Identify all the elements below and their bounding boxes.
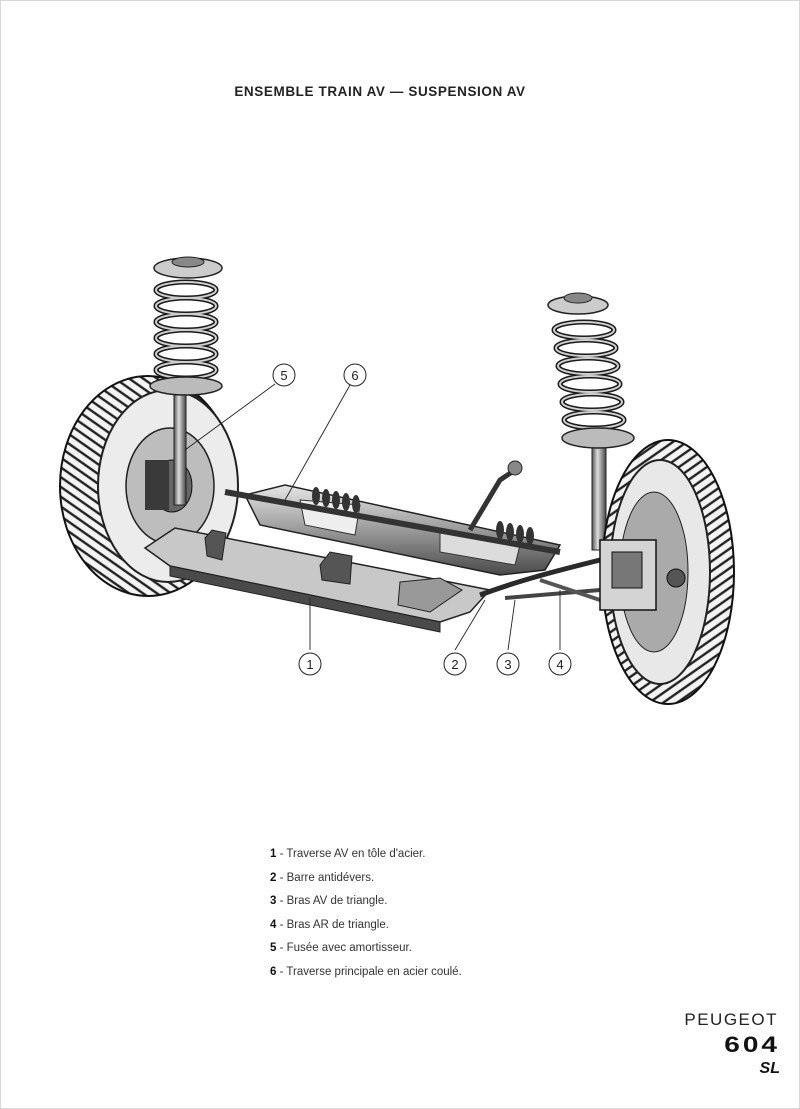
leader-lines <box>184 383 561 651</box>
front-wishbone-arm <box>504 588 601 600</box>
left-spring-strut <box>149 256 223 506</box>
legend-item: 1 - Traverse AV en tôle d'acier. <box>270 846 462 870</box>
right-spring-strut <box>547 292 635 551</box>
legend-separator: - <box>276 871 287 884</box>
callout-label-1: 1 <box>306 657 313 672</box>
legend: 1 - Traverse AV en tôle d'acier. 2 - Bar… <box>270 846 462 988</box>
legend-separator: - <box>276 942 287 955</box>
callout-label-5: 5 <box>280 368 287 383</box>
steering-rack <box>224 460 561 555</box>
callout-4: 4 <box>548 652 572 676</box>
legend-text: Traverse principale en acier coulé. <box>286 965 462 978</box>
legend-text: Traverse AV en tôle d'acier. <box>286 848 426 860</box>
callout-label-6: 6 <box>351 368 358 383</box>
legend-text: Fusée avec amortisseur. <box>286 942 412 955</box>
brand-trim: SL <box>759 1060 780 1077</box>
legend-item: 2 - Barre antidévers. <box>270 870 462 894</box>
legend-number: 6 <box>270 965 277 978</box>
page-title: ENSEMBLE TRAIN AV — SUSPENSION AV <box>234 84 526 99</box>
callout-label-3: 3 <box>504 657 511 672</box>
legend-item: 3 - Bras AV de triangle. <box>270 893 462 917</box>
callout-label-4: 4 <box>556 657 563 672</box>
legend-item: 4 - Bras AR de triangle. <box>270 917 462 941</box>
legend-separator: - <box>276 895 287 908</box>
legend-text: Barre antidévers. <box>286 871 375 884</box>
suspension-diagram: 1 2 3 4 5 6 <box>59 256 735 705</box>
legend-item: 6 - Traverse principale en acier coulé. <box>270 964 462 988</box>
legend-separator: - <box>276 848 287 860</box>
legend-number: 2 <box>270 871 277 884</box>
right-wheel <box>599 439 735 705</box>
legend-separator: - <box>276 918 287 931</box>
rear-wishbone-arm <box>539 578 601 602</box>
brand-logo: PEUGEOT 604 SL <box>640 1010 790 1078</box>
callout-2: 2 <box>443 652 467 676</box>
callout-6: 6 <box>343 363 367 387</box>
callout-1: 1 <box>298 652 322 676</box>
legend-number: 3 <box>270 895 277 908</box>
callout-3: 3 <box>496 652 520 676</box>
callout-5: 5 <box>272 363 296 387</box>
legend-text: Bras AR de triangle. <box>286 918 389 931</box>
anti-roll-bar <box>479 557 601 598</box>
legend-text: Bras AV de triangle. <box>286 895 388 908</box>
brand-model: 604 <box>724 1032 780 1057</box>
legend-separator: - <box>276 965 287 978</box>
callout-label-2: 2 <box>451 657 458 672</box>
front-crossmember <box>143 527 492 633</box>
brand-name: PEUGEOT <box>684 1010 778 1029</box>
legend-item: 5 - Fusée avec amortisseur. <box>270 940 462 964</box>
legend-number: 5 <box>270 942 277 955</box>
legend-number: 1 <box>270 848 277 860</box>
legend-number: 4 <box>270 918 277 931</box>
